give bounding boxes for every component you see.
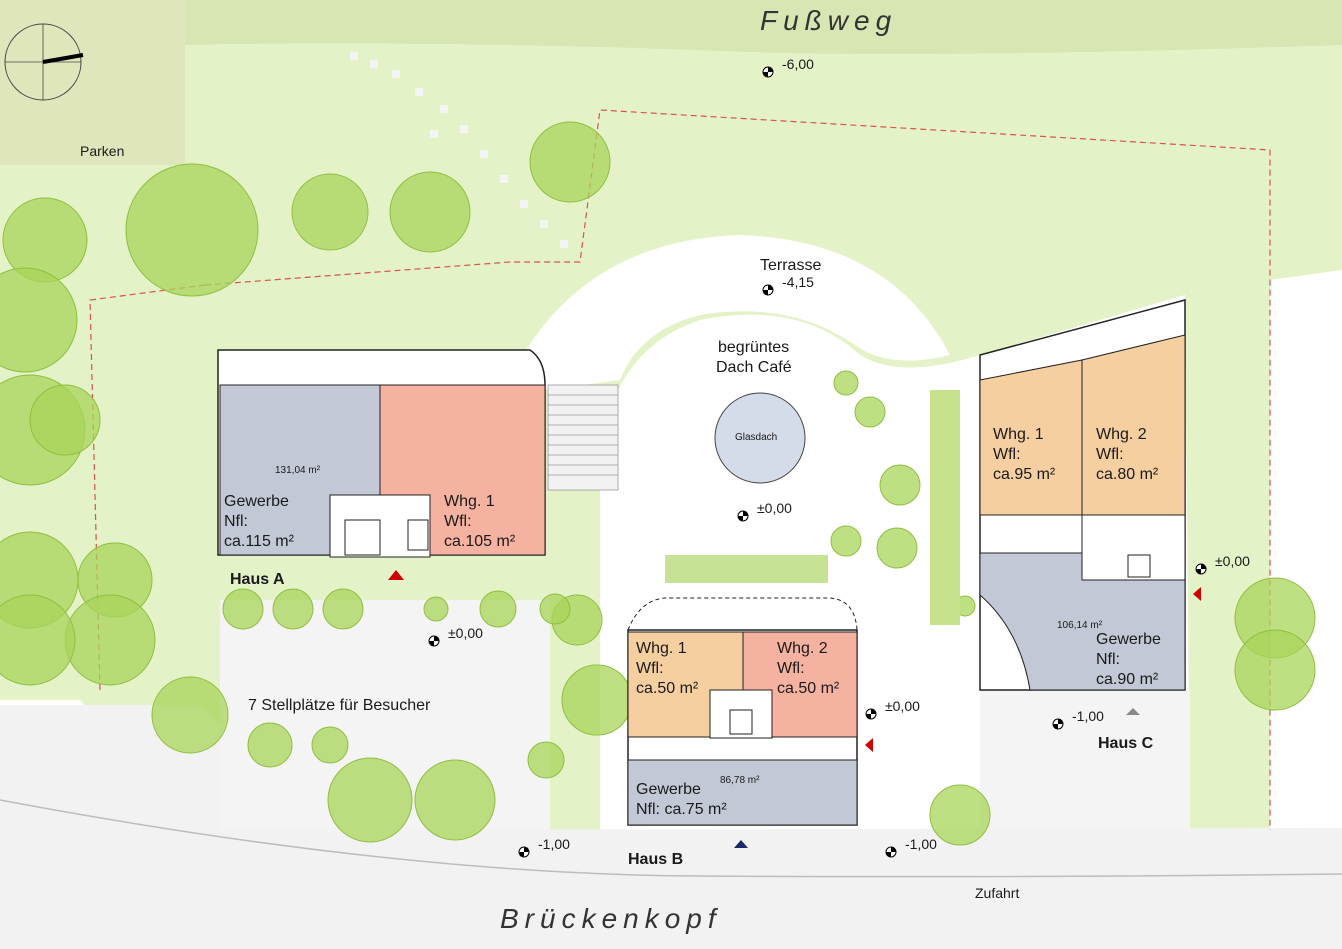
glasdach-label: Glasdach <box>735 432 777 443</box>
haus-b-gewerbe-2: Nfl: ca.75 m² <box>636 801 727 818</box>
haus-b-whg1-3: ca.50 m² <box>636 680 699 697</box>
level-value-haus-c: -1,00 <box>1072 708 1104 724</box>
haus-c-area: 106,14 m² <box>1057 620 1103 631</box>
haus-c-whg1-3: ca.95 m² <box>993 466 1056 483</box>
stepping-stones <box>350 52 568 248</box>
haus-c-whg1-2: Wfl: <box>993 446 1021 463</box>
level-value-haus-b-side: ±0,00 <box>885 698 920 714</box>
hedge <box>665 555 828 583</box>
haus-a-area: 131,04 m² <box>275 465 321 476</box>
level-marker-fussweg: -6,00 <box>762 56 814 78</box>
trees <box>0 121 1316 846</box>
haus-c-whg2-3: ca.80 m² <box>1096 466 1159 483</box>
level-marker-terrasse: -4,15 <box>762 274 814 296</box>
zufahrt-label: Zufahrt <box>975 885 1019 901</box>
stellplaetze-label: 7 Stellplätze für Besucher <box>248 697 431 714</box>
haus-c-gewerbe-2: Nfl: <box>1096 651 1120 668</box>
haus-b-whg2-3: ca.50 m² <box>777 680 840 697</box>
haus-b-label: Haus B <box>628 851 683 868</box>
level-marker-parking: ±0,00 <box>428 625 483 647</box>
haus-c-gewerbe-3: ca.90 m² <box>1096 671 1159 688</box>
haus-c-whg2-2: Wfl: <box>1096 446 1124 463</box>
fussweg-label: Fußweg <box>760 5 897 36</box>
dach-label-1: begrüntes <box>718 339 789 356</box>
haus-a-gewerbe-1: Gewerbe <box>224 493 289 510</box>
haus-b-whg2-2: Wfl: <box>777 660 805 677</box>
level-marker-haus-c-side: ±0,00 <box>1195 553 1250 575</box>
level-value-center: ±0,00 <box>757 500 792 516</box>
terrace-area <box>520 235 950 390</box>
haus-a-gewerbe-3: ca.115 m² <box>224 533 295 550</box>
glasdach <box>714 392 806 484</box>
level-marker-haus-b-side: ±0,00 <box>865 698 920 720</box>
haus-c-gewerbe-1: Gewerbe <box>1096 631 1161 648</box>
road <box>0 705 1342 949</box>
entrance-marker <box>865 738 873 752</box>
haus-b-whg1-2: Wfl: <box>636 660 664 677</box>
level-marker-center: ±0,00 <box>737 500 792 522</box>
haus-b-area: 86,78 m² <box>720 775 760 786</box>
driveway <box>1030 690 1190 830</box>
haus-a <box>217 349 546 558</box>
level-value-parking: ±0,00 <box>448 625 483 641</box>
haus-a-whg1-1: Whg. 1 <box>444 493 495 510</box>
north-arrow-icon <box>4 23 84 101</box>
haus-c-whg1-1: Whg. 1 <box>993 426 1044 443</box>
level-value-haus-c-side: ±0,00 <box>1215 553 1250 569</box>
haus-a-whg1-2: Wfl: <box>444 513 472 530</box>
haus-c <box>979 299 1186 691</box>
haus-b-gewerbe-1: Gewerbe <box>636 781 701 798</box>
level-value-road-left: -1,00 <box>538 836 570 852</box>
parking-lot <box>0 0 185 165</box>
entrance-marker <box>1193 587 1201 601</box>
haus-b-whg1-1: Whg. 1 <box>636 640 687 657</box>
entrance-marker <box>734 840 748 848</box>
haus-c-whg2-1: Whg. 2 <box>1096 426 1147 443</box>
parken-label: Parken <box>80 143 124 159</box>
level-marker-haus-c: -1,00 <box>1052 708 1104 730</box>
level-value-road-right: -1,00 <box>905 836 937 852</box>
terrasse-label: Terrasse <box>760 257 821 274</box>
level-marker-road-right: -1,00 <box>885 836 937 858</box>
level-value-terrasse: -4,15 <box>782 274 814 290</box>
footpath <box>185 0 1342 54</box>
level-markers: -6,00 -4,15 ±0,00 ±0,00 ±0,00 ±0,00 -1,00 -1,00… <box>428 56 1250 858</box>
haus-b <box>627 597 858 826</box>
haus-b-whg2-1: Whg. 2 <box>777 640 828 657</box>
level-marker-road-left: -1,00 <box>518 836 570 858</box>
hedge-strip <box>930 390 960 625</box>
dach-label-2: Dach Café <box>716 359 792 376</box>
haus-c-label: Haus C <box>1098 735 1154 752</box>
haus-a-label: Haus A <box>230 571 285 588</box>
level-value-fussweg: -6,00 <box>782 56 814 72</box>
entrance-marker <box>1126 708 1140 715</box>
haus-a-gewerbe-2: Nfl: <box>224 513 248 530</box>
stairs <box>547 384 619 491</box>
entrance-marker <box>388 570 404 580</box>
haus-a-whg1-3: ca.105 m² <box>444 533 516 550</box>
brueckenkopf-label: Brückenkopf <box>500 903 722 934</box>
